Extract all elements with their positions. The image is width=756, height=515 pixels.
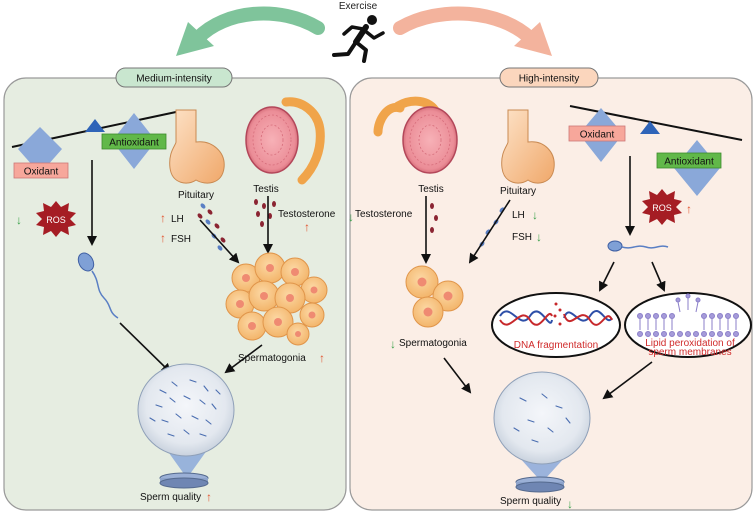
high-curved-arrow (393, 6, 537, 45)
runner-icon (332, 15, 385, 63)
high-arrow-sperm-to-lipid (651, 261, 666, 292)
high-antioxidant-label: Antioxidant (664, 157, 714, 168)
medium-pituitary-icon (169, 109, 225, 184)
high-testis-icon (373, 96, 458, 174)
medium-ros-starburst (36, 201, 76, 237)
medium-spermatogonia-cluster (225, 252, 328, 346)
high-oxidant-label: Oxidant (580, 130, 615, 141)
medium-lh-up-arrow: ↑ (160, 211, 166, 225)
high-ros-label: ROS (652, 203, 672, 213)
high-testosterone-down-arrow: ↓ (348, 210, 354, 224)
medium-oxidant-label: Oxidant (24, 167, 59, 178)
high-spermatogonia-down-arrow: ↓ (390, 337, 396, 351)
medium-arrow-sperm-to-dish (119, 322, 172, 374)
high-sperm-quality-down-arrow: ↓ (567, 497, 573, 511)
lipid-peroxidation-ellipse (624, 292, 752, 358)
medium-fsh-up-arrow: ↑ (160, 231, 166, 245)
medium-ros-down-arrow: ↓ (16, 213, 22, 227)
dna-fragmentation-ellipse (491, 292, 621, 358)
high-oxidant-box (568, 125, 626, 142)
medium-testis-icon (245, 97, 325, 185)
medium-lh-label: LH (171, 214, 184, 225)
medium-spermatogonia-label: Spermatogonia (238, 353, 306, 364)
medium-oxidant-diamond (18, 127, 62, 174)
medium-intensity-pill (115, 67, 233, 88)
medium-testosterone-label: Testosterone (278, 209, 336, 220)
high-fsh-label: FSH (512, 232, 532, 243)
high-sperm-quality-label: Sperm quality (500, 496, 561, 507)
high-sperm-dish (493, 371, 591, 493)
medium-oxidant-box (13, 162, 69, 179)
high-ros-up-arrow: ↑ (686, 202, 692, 216)
dna-helix-icon (499, 302, 613, 326)
medium-sperm-quality-label: Sperm quality (140, 492, 201, 503)
high-spermatogonia-label: Spermatogonia (399, 338, 467, 349)
medium-curved-arrowhead (176, 22, 214, 56)
lipid-peroxidation-label-line2: sperm membranes (648, 347, 731, 358)
high-intensity-label: High-intensity (519, 74, 580, 85)
medium-ros-label: ROS (46, 215, 66, 225)
lipid-peroxidation-label-line1: Lipid peroxidation of (645, 338, 735, 349)
medium-curved-arrow (191, 6, 325, 45)
high-testis-label: Testis (418, 184, 444, 195)
high-spermatogonia-cluster (405, 265, 464, 328)
high-arrow-pituitary-to-cells (468, 199, 511, 264)
exercise-title: Exercise (339, 1, 378, 12)
high-pituitary-icon (501, 109, 555, 184)
high-ros-starburst (642, 189, 682, 225)
medium-arrow-pituitary-to-cells (199, 219, 240, 264)
medium-testis-label: Testis (253, 184, 279, 195)
high-antioxidant-box (656, 152, 722, 169)
high-sperm-icon (607, 240, 669, 252)
medium-sperm-dish (137, 363, 235, 489)
medium-arrow-cells-to-dish (224, 344, 263, 374)
high-curved-arrowhead (514, 22, 552, 56)
high-arrow-lipid-to-dish (602, 361, 653, 400)
high-pituitary-label: Pituitary (500, 186, 536, 197)
high-arrow-sperm-to-dna (599, 261, 615, 292)
medium-sperm-quality-up-arrow: ↑ (206, 490, 212, 504)
high-testosterone-granules (430, 203, 438, 233)
medium-testosterone-up-arrow: ↑ (304, 220, 310, 234)
medium-spermatogonia-up-arrow: ↑ (319, 351, 325, 365)
medium-fsh-label: FSH (171, 234, 191, 245)
medium-pituitary-label: Pituitary (178, 190, 214, 201)
high-arrow-cells-to-dish (443, 357, 472, 394)
medium-antioxidant-label: Antioxidant (109, 138, 159, 149)
medium-intensity-label: Medium-intensity (136, 74, 212, 85)
high-intensity-pill (499, 67, 599, 88)
high-lh-down-arrow: ↓ (532, 208, 538, 222)
medium-sperm-icon (77, 252, 119, 319)
high-testosterone-label: Testosterone (355, 209, 413, 220)
medium-testosterone-granules (254, 199, 276, 227)
medium-antioxidant-box (101, 133, 167, 150)
membrane-bilayer-icon (637, 293, 739, 337)
dna-fragmentation-label: DNA fragmentation (514, 340, 599, 351)
high-fsh-down-arrow: ↓ (536, 230, 542, 244)
high-lh-label: LH (512, 210, 525, 221)
